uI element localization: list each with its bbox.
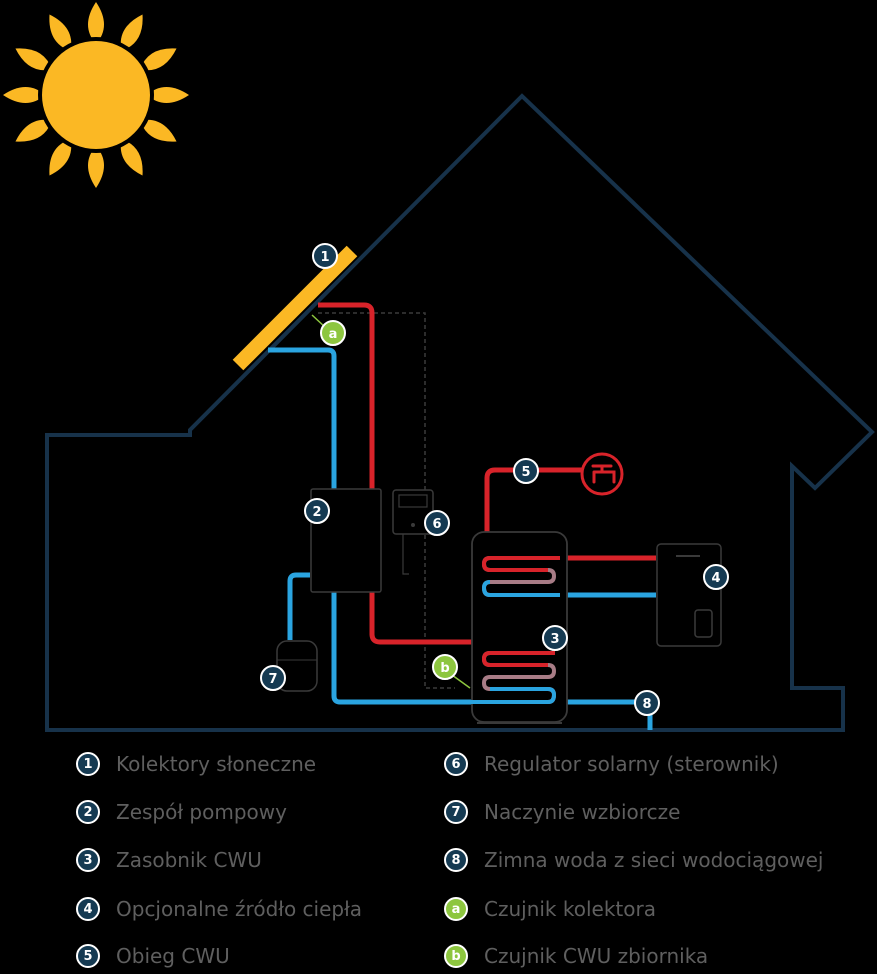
sensor-b-leader [451,674,471,689]
sensor-badge-a: a [320,320,346,346]
legend-item: 5 Obieg CWU [76,941,230,971]
sensor-badge-b: b [432,654,458,680]
house-outline [45,93,875,732]
legend-label: Zasobnik CWU [116,848,262,872]
legend-item: 4 Opcjonalne źródło ciepła [76,894,362,924]
legend-marker: b [444,944,468,968]
solar-controller [392,489,434,575]
legend-marker: 4 [76,897,100,921]
legend-marker: 8 [444,848,468,872]
legend-item: 2 Zespół pompowy [76,797,287,827]
legend-item: 8 Zimna woda z sieci wodociągowej [444,845,823,875]
legend-label: Obieg CWU [116,944,230,968]
legend-marker: 6 [444,752,468,776]
legend: 1 Kolektory słoneczne 2 Zespół pompowy 3… [0,745,877,974]
svg-text:6: 6 [432,517,441,532]
svg-text:b: b [440,661,449,676]
optional-heat-source [656,543,722,647]
legend-item: 1 Kolektory słoneczne [76,749,316,779]
solar-collector [232,245,358,371]
badge-8: 8 [634,690,660,716]
legend-label: Regulator solarny (sterownik) [484,752,779,776]
sun-icon [3,2,189,188]
badge-2: 2 [304,498,330,524]
legend-marker: 3 [76,848,100,872]
hot-pipes [318,302,656,645]
legend-label: Zespół pompowy [116,800,287,824]
svg-text:5: 5 [521,465,530,480]
svg-text:2: 2 [312,505,321,520]
svg-text:a: a [329,327,338,342]
faucet-icon [580,452,624,496]
legend-label: Zimna woda z sieci wodociągowej [484,848,824,872]
svg-text:7: 7 [268,672,277,687]
legend-marker: a [444,897,468,921]
dhw-tank [340,531,568,724]
legend-label: Opcjonalne źródło ciepła [116,897,363,921]
badge-7: 7 [260,665,286,691]
legend-item: b Czujnik CWU zbiornika [444,941,708,971]
legend-label: Kolektory słoneczne [116,752,317,776]
badge-6: 6 [424,510,450,536]
legend-label: Czujnik CWU zbiornika [484,944,709,968]
svg-text:8: 8 [642,697,651,712]
badge-1: 1 [312,243,338,269]
svg-text:1: 1 [320,250,329,265]
legend-item: 7 Naczynie wzbiorcze [444,797,680,827]
badge-4: 4 [703,564,729,590]
legend-marker: 2 [76,800,100,824]
legend-item: 6 Regulator solarny (sterownik) [444,749,779,779]
legend-item: a Czujnik kolektora [444,894,656,924]
legend-marker: 5 [76,944,100,968]
badge-5: 5 [513,458,539,484]
legend-item: 3 Zasobnik CWU [76,845,262,875]
badge-3: 3 [542,625,568,651]
legend-marker: 7 [444,800,468,824]
svg-text:3: 3 [550,632,559,647]
svg-text:4: 4 [711,571,720,586]
legend-marker: 1 [76,752,100,776]
legend-label: Czujnik kolektora [484,897,656,921]
legend-label: Naczynie wzbiorcze [484,800,681,824]
